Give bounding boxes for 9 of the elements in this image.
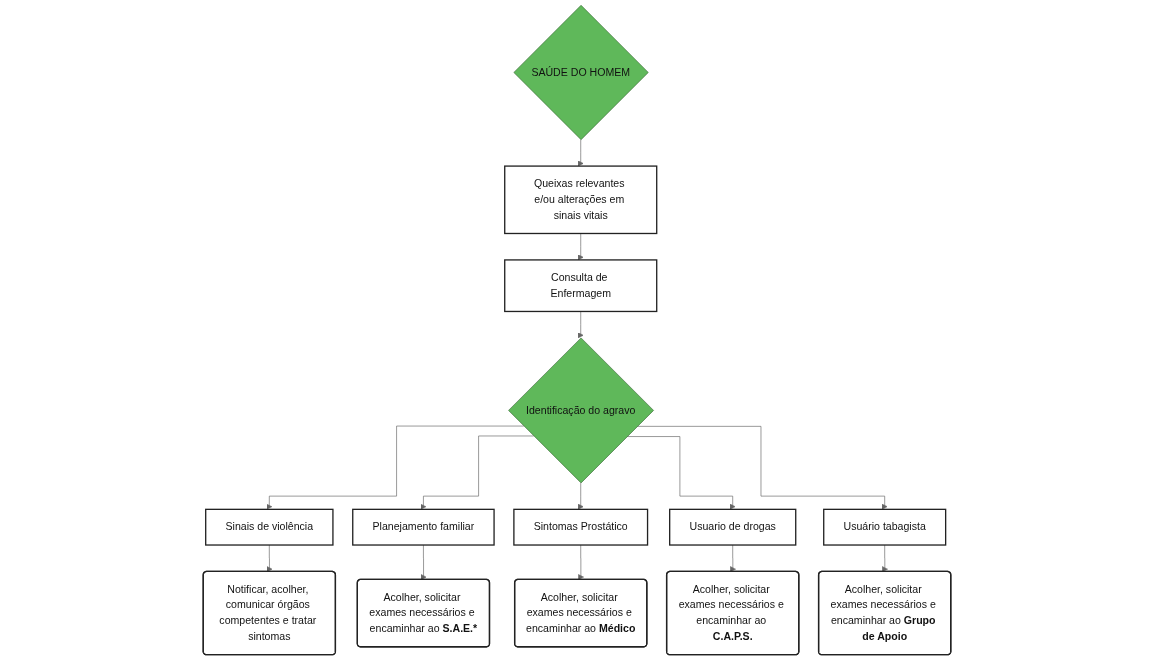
node-box: Consulta de Enfermagem xyxy=(504,259,658,313)
node-box: Sinais de violência xyxy=(205,508,334,546)
node-box: Queixas relevantes e/ou alterações em sinais vitais xyxy=(504,165,658,235)
node-box: Planejamento familiar xyxy=(352,508,495,546)
node-diamond: SAÚDE DO HOMEM xyxy=(513,4,649,140)
node-box: Usuário tabagista xyxy=(823,508,947,546)
node-box: Sintomas Prostático xyxy=(513,508,649,546)
node-box: Usuario de drogas xyxy=(669,508,797,546)
node-diamond: Identificação do agravo xyxy=(508,337,654,484)
